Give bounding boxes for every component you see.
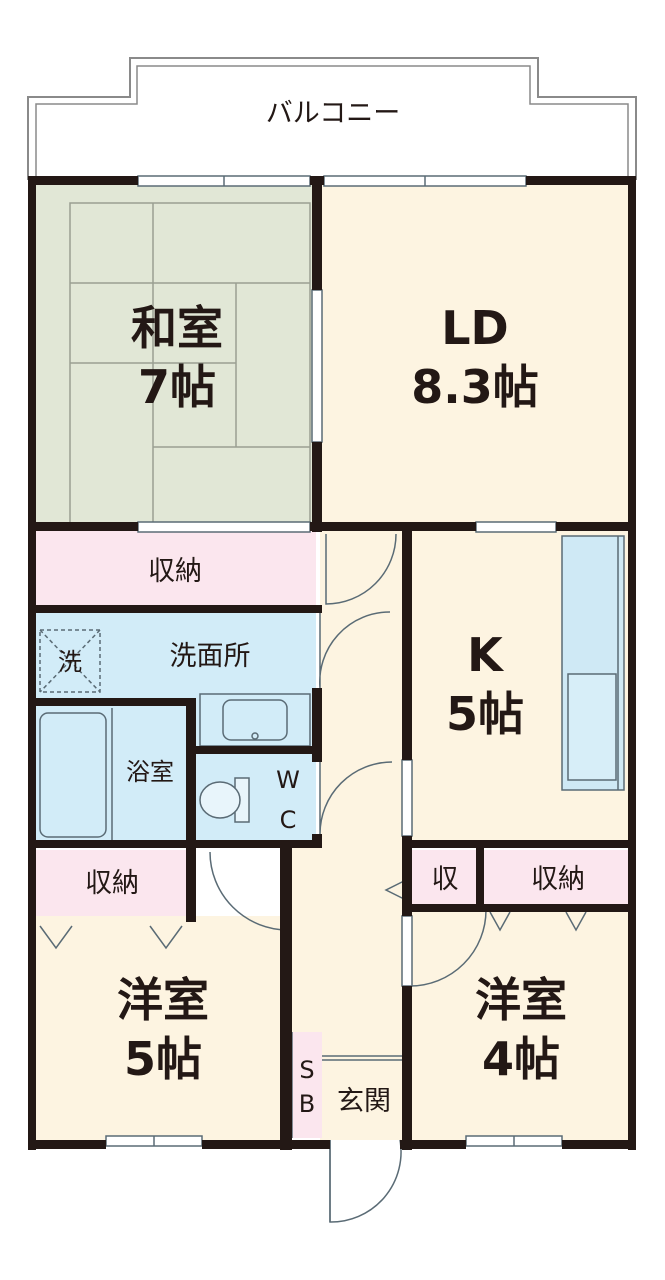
kitchen-counter bbox=[561, 535, 625, 791]
entrance-label: 玄関 bbox=[337, 1086, 391, 1117]
toilet bbox=[199, 777, 250, 823]
shoe-box-label-s: S bbox=[299, 1056, 315, 1084]
kitchen-size: 5帖 bbox=[445, 687, 524, 741]
shoe-box-floor bbox=[292, 1032, 322, 1138]
shoe-box-label-b: B bbox=[298, 1090, 316, 1118]
storage-left-label: 収納 bbox=[85, 868, 139, 899]
wc-label-w: W bbox=[276, 766, 300, 794]
vanity-sink bbox=[199, 693, 311, 747]
wc-label-c: C bbox=[279, 806, 297, 834]
washitsu-name: 和室 bbox=[131, 301, 223, 355]
storage-small-floor bbox=[410, 850, 476, 906]
yoshitsu-left-floor bbox=[34, 916, 284, 1142]
washer-label: 洗 bbox=[58, 648, 82, 676]
washroom-label: 洗面所 bbox=[169, 641, 251, 672]
storage-right-label: 収納 bbox=[531, 864, 585, 895]
storage-right-floor bbox=[484, 850, 630, 906]
storage-top-floor bbox=[34, 530, 316, 608]
washitsu-size: 7帖 bbox=[137, 360, 216, 414]
bathtub bbox=[39, 712, 107, 838]
storage-top-label: 収納 bbox=[148, 556, 202, 587]
washer-space bbox=[39, 629, 101, 693]
balcony-label: バルコニー bbox=[265, 98, 401, 129]
ld-floor bbox=[320, 184, 630, 526]
kitchen-name: K bbox=[467, 628, 503, 682]
washroom-floor bbox=[34, 612, 316, 702]
yoshitsu-left-name: 洋室 bbox=[117, 973, 209, 1027]
bath-label: 浴室 bbox=[126, 758, 174, 786]
balcony-outline bbox=[27, 57, 637, 180]
washitsu-floor bbox=[34, 184, 316, 526]
door-swings bbox=[39, 533, 587, 1223]
yoshitsu-left-size: 5帖 bbox=[123, 1032, 202, 1086]
ld-size: 8.3帖 bbox=[411, 360, 539, 414]
walls bbox=[28, 176, 636, 1150]
storage-left-floor bbox=[34, 850, 190, 916]
yoshitsu-right-floor bbox=[410, 910, 630, 1142]
storage-small-label: 収 bbox=[431, 864, 459, 895]
yoshitsu-right-name: 洋室 bbox=[475, 973, 567, 1027]
ld-name: LD bbox=[441, 301, 509, 355]
balcony-outline-inner bbox=[35, 65, 629, 180]
yoshitsu-right-size: 4帖 bbox=[481, 1032, 560, 1086]
